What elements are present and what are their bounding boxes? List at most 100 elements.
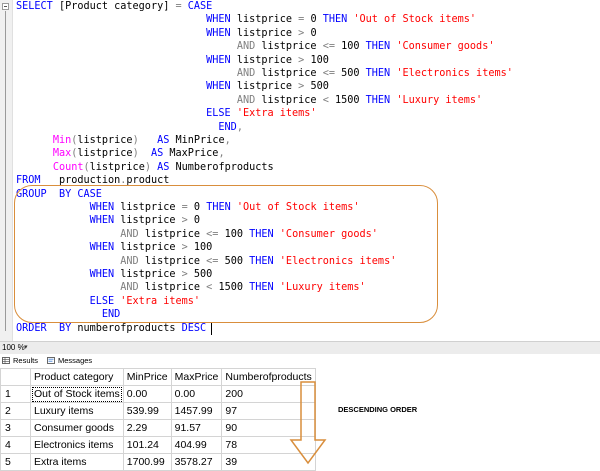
down-arrow-icon <box>289 381 327 465</box>
column-header-product-category[interactable]: Product category <box>30 368 124 386</box>
tab-messages[interactable]: Messages <box>46 355 95 366</box>
code-token: listprice <box>236 54 299 66</box>
table-cell[interactable]: 200 <box>221 385 316 403</box>
table-row[interactable]: 2 Luxury items 539.99 1457.99 97 <box>0 402 316 420</box>
code-token: 'Luxury items' <box>396 94 483 106</box>
code-token: > <box>298 54 311 66</box>
code-line[interactable]: WHEN listprice = 0 THEN 'Out of Stock it… <box>16 13 476 26</box>
table-cell[interactable]: 2.29 <box>122 419 172 437</box>
row-number[interactable]: 4 <box>0 436 31 454</box>
chevron-down-icon[interactable]: ▾ <box>24 344 28 351</box>
zoom-level[interactable]: 100 % <box>2 343 25 352</box>
code-line[interactable]: AND listprice <= 100 THEN 'Consumer good… <box>16 40 495 53</box>
code-token: ORDER <box>16 322 59 334</box>
code-line[interactable]: END <box>16 308 120 321</box>
column-header-rownum[interactable] <box>0 368 31 386</box>
code-token: 500 <box>193 269 213 280</box>
code-token: > <box>181 215 194 227</box>
code-line[interactable]: WHEN listprice > 100 <box>16 54 329 67</box>
code-token <box>16 108 206 119</box>
code-line[interactable]: WHEN listprice > 0 <box>16 214 200 227</box>
code-token: 0 <box>310 27 317 39</box>
table-cell[interactable]: 539.99 <box>122 402 172 420</box>
code-line[interactable]: ELSE 'Extra items' <box>16 107 316 120</box>
table-cell[interactable]: 404.99 <box>170 436 223 454</box>
code-token: AND <box>236 94 262 106</box>
code-line[interactable]: WHEN listprice = 0 THEN 'Out of Stock it… <box>16 201 360 214</box>
code-token: 0 <box>310 14 323 26</box>
code-token: 'Electronics items' <box>279 255 397 267</box>
code-token: listprice <box>144 228 207 240</box>
code-token: 'Luxury items' <box>279 282 366 294</box>
code-token: ( <box>71 135 78 146</box>
row-number[interactable]: 2 <box>0 402 31 420</box>
table-row[interactable]: 1 Out of Stock items 0.00 0.00 200 <box>0 385 316 403</box>
code-line[interactable]: AND listprice <= 100 THEN 'Consumer good… <box>16 228 378 241</box>
row-number[interactable]: 1 <box>0 385 31 403</box>
code-line[interactable]: END, <box>16 121 243 134</box>
code-line[interactable]: FROM production.product <box>16 174 169 187</box>
table-cell[interactable]: Consumer goods <box>30 419 124 437</box>
code-token <box>16 68 237 79</box>
table-cell[interactable]: 1457.99 <box>170 402 223 420</box>
code-line[interactable]: Count(listprice) AS Numberofproducts <box>16 161 274 174</box>
table-cell[interactable]: 91.57 <box>170 419 223 437</box>
code-line[interactable]: Min(listprice) AS MinPrice, <box>16 134 231 147</box>
code-token: > <box>181 269 194 280</box>
table-row[interactable]: 3 Consumer goods 2.29 91.57 90 <box>0 419 316 437</box>
code-line[interactable]: WHEN listprice > 100 <box>16 241 213 254</box>
code-line[interactable]: WHEN listprice > 500 <box>16 80 329 93</box>
code-token: <= <box>322 41 342 53</box>
results-table: Product category MinPrice MaxPrice Numbe… <box>0 368 316 471</box>
row-number[interactable]: 3 <box>0 419 31 437</box>
code-token: AND <box>236 68 262 79</box>
code-line[interactable]: SELECT [Product category] = CASE <box>16 0 212 13</box>
code-line[interactable]: AND listprice <= 500 THEN 'Electronics i… <box>16 67 513 80</box>
code-token: ) <box>144 161 158 173</box>
code-line[interactable]: ELSE 'Extra items' <box>16 295 200 308</box>
code-line[interactable]: AND listprice < 1500 THEN 'Luxury items' <box>16 94 482 107</box>
code-line[interactable]: AND listprice < 1500 THEN 'Luxury items' <box>16 281 366 294</box>
table-cell[interactable]: 101.24 <box>122 436 172 454</box>
code-token: [Product category] <box>58 1 170 12</box>
query-editor[interactable]: SELECT [Product category] = CASE WHEN li… <box>0 0 600 341</box>
code-token: listprice <box>120 215 182 227</box>
code-line[interactable]: AND listprice <= 500 THEN 'Electronics i… <box>16 255 396 268</box>
code-token: AS <box>157 161 176 173</box>
code-token: 500 <box>224 255 250 267</box>
table-cell[interactable]: 0.00 <box>170 385 223 403</box>
code-line[interactable]: WHEN listprice > 0 <box>16 27 317 40</box>
code-line[interactable]: ORDER BY numberofproducts DESC <box>16 322 206 335</box>
results-grid-icon <box>2 357 10 364</box>
editor-statusbar: 100 % ▾ <box>0 341 600 355</box>
code-line[interactable]: Max(listprice) AS MaxPrice, <box>16 147 225 160</box>
code-token: 500 <box>341 68 366 79</box>
text-cursor <box>211 323 212 335</box>
code-token: > <box>298 27 311 39</box>
code-token: WHEN <box>206 54 237 66</box>
column-header-maxprice[interactable]: MaxPrice <box>170 368 223 386</box>
tab-results[interactable]: Results <box>1 355 41 366</box>
results-grid[interactable]: Product category MinPrice MaxPrice Numbe… <box>0 368 600 471</box>
code-token: ) <box>132 135 158 146</box>
table-cell[interactable]: Electronics items <box>30 436 124 454</box>
code-token: <= <box>206 255 225 267</box>
messages-icon <box>47 357 55 364</box>
column-header-minprice[interactable]: MinPrice <box>122 368 172 386</box>
code-token: Numberofproducts <box>175 161 274 173</box>
code-token <box>16 14 206 25</box>
collapse-icon[interactable] <box>2 3 9 10</box>
table-cell[interactable]: Luxury items <box>30 402 124 420</box>
table-row[interactable]: 4 Electronics items 101.24 404.99 78 <box>0 436 316 454</box>
code-token: SELECT <box>16 1 59 12</box>
code-line[interactable]: WHEN listprice > 500 <box>16 268 213 281</box>
table-cell[interactable]: 0.00 <box>122 385 172 403</box>
code-token: listprice <box>77 135 133 146</box>
code-token: THEN <box>365 41 397 53</box>
code-token <box>16 162 53 173</box>
code-token: listprice <box>261 41 323 53</box>
code-token: 'Consumer goods' <box>279 228 378 240</box>
code-token: AND <box>120 255 145 267</box>
table-cell[interactable]: Out of Stock items <box>30 385 124 403</box>
code-token: Count <box>52 161 84 173</box>
